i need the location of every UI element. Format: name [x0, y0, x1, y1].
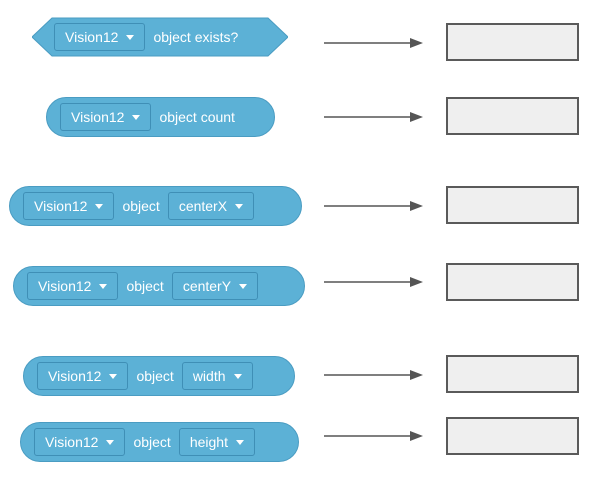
sensor-label: Vision12 — [38, 278, 92, 294]
property-label: centerY — [182, 278, 232, 294]
object-width-block[interactable]: Vision12 object width — [23, 356, 295, 396]
sensor-dropdown[interactable]: Vision12 — [54, 23, 146, 51]
sensor-dropdown[interactable]: Vision12 — [23, 192, 115, 220]
arrow-right-icon — [324, 370, 423, 380]
property-dropdown[interactable]: height — [178, 428, 255, 456]
sensor-dropdown[interactable]: Vision12 — [27, 272, 119, 300]
block-text: object count — [159, 109, 235, 125]
block-text: object — [126, 278, 164, 294]
chevron-down-icon — [99, 283, 108, 289]
sensor-dropdown[interactable]: Vision12 — [60, 103, 152, 131]
chevron-down-icon — [235, 203, 244, 209]
property-label: width — [192, 368, 226, 384]
sensor-label: Vision12 — [71, 109, 125, 125]
arrow-right-icon — [324, 112, 423, 122]
sensor-label: Vision12 — [34, 198, 88, 214]
result-box-exists[interactable] — [446, 23, 579, 61]
sensor-dropdown[interactable]: Vision12 — [37, 362, 129, 390]
chevron-down-icon — [106, 439, 115, 445]
result-box-width[interactable] — [446, 355, 579, 393]
block-text: object exists? — [153, 29, 239, 45]
chevron-down-icon — [126, 34, 135, 40]
chevron-down-icon — [235, 439, 244, 445]
property-dropdown[interactable]: centerY — [171, 272, 259, 300]
arrow-right-icon — [324, 277, 423, 287]
result-box-count[interactable] — [446, 97, 579, 135]
object-exists-block[interactable]: Vision12 object exists? — [32, 17, 288, 57]
arrow-right-icon — [324, 201, 423, 211]
property-label: height — [189, 434, 228, 450]
object-height-block[interactable]: Vision12 object height — [20, 422, 299, 462]
sensor-label: Vision12 — [45, 434, 99, 450]
sensor-label: Vision12 — [48, 368, 102, 384]
object-count-block[interactable]: Vision12 object count — [46, 97, 275, 137]
result-box-centery[interactable] — [446, 263, 579, 301]
block-text: object — [133, 434, 171, 450]
block-text: object — [122, 198, 160, 214]
result-box-centerx[interactable] — [446, 186, 579, 224]
block-text: object — [136, 368, 174, 384]
property-dropdown[interactable]: centerX — [167, 192, 255, 220]
property-dropdown[interactable]: width — [181, 362, 253, 390]
chevron-down-icon — [109, 373, 118, 379]
object-centery-block[interactable]: Vision12 object centerY — [13, 266, 305, 306]
object-centerx-block[interactable]: Vision12 object centerX — [9, 186, 302, 226]
chevron-down-icon — [95, 203, 104, 209]
chevron-down-icon — [132, 114, 141, 120]
property-label: centerX — [178, 198, 228, 214]
arrow-right-icon — [324, 431, 423, 441]
sensor-label: Vision12 — [65, 29, 119, 45]
chevron-down-icon — [239, 283, 248, 289]
sensor-dropdown[interactable]: Vision12 — [34, 428, 126, 456]
arrow-right-icon — [324, 38, 423, 48]
result-box-height[interactable] — [446, 417, 579, 455]
chevron-down-icon — [233, 373, 242, 379]
